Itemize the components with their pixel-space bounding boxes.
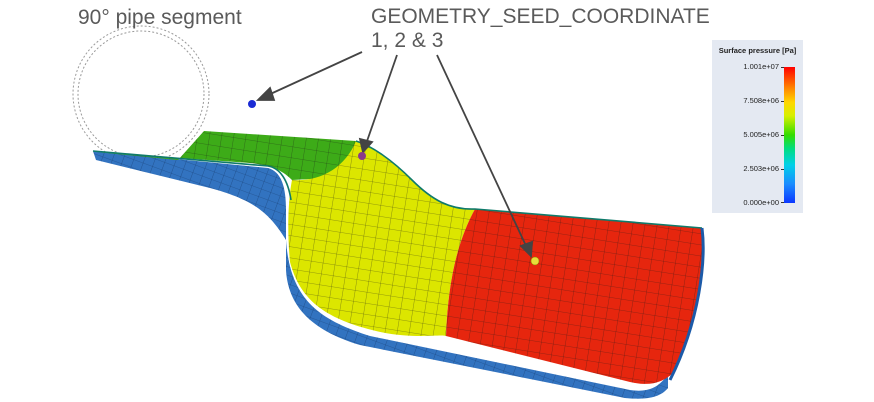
legend-tick: 2.503e+06 [743,164,779,173]
legend-tick: 1.001e+07 [743,62,779,71]
legend-tickmark [781,135,784,136]
legend-tickmark [781,101,784,102]
figure-title: 90° pipe segment [78,6,242,29]
seed-marker-3 [530,256,540,266]
pipe-rim-edge [92,140,703,229]
ghost-circle-outer [72,25,210,163]
legend-tick: 0.000e+00 [743,198,779,207]
legend-tickmark [781,169,784,170]
legend-tickmark [781,202,784,203]
legend-tickmark [781,67,784,68]
legend-title: Surface pressure [Pa] [718,46,797,55]
annotation-arrows [255,51,533,259]
seed-label-line2: 1, 2 & 3 [371,29,444,52]
seed-label-line1: GEOMETRY_SEED_COORDINATE [371,5,710,28]
ghost-circle-inner [77,30,205,158]
legend-tick: 5.005e+06 [743,130,779,139]
legend-tick: 7.508e+06 [743,96,779,105]
legend-color-bar [784,67,795,203]
pipe-end-rim [668,227,705,381]
ghost-circle-group [72,25,210,163]
pressure-legend: Surface pressure [Pa] 1.001e+07 7.508e+0… [712,40,803,213]
seed-marker-2 [358,152,366,160]
seed-marker-1 [248,100,256,108]
